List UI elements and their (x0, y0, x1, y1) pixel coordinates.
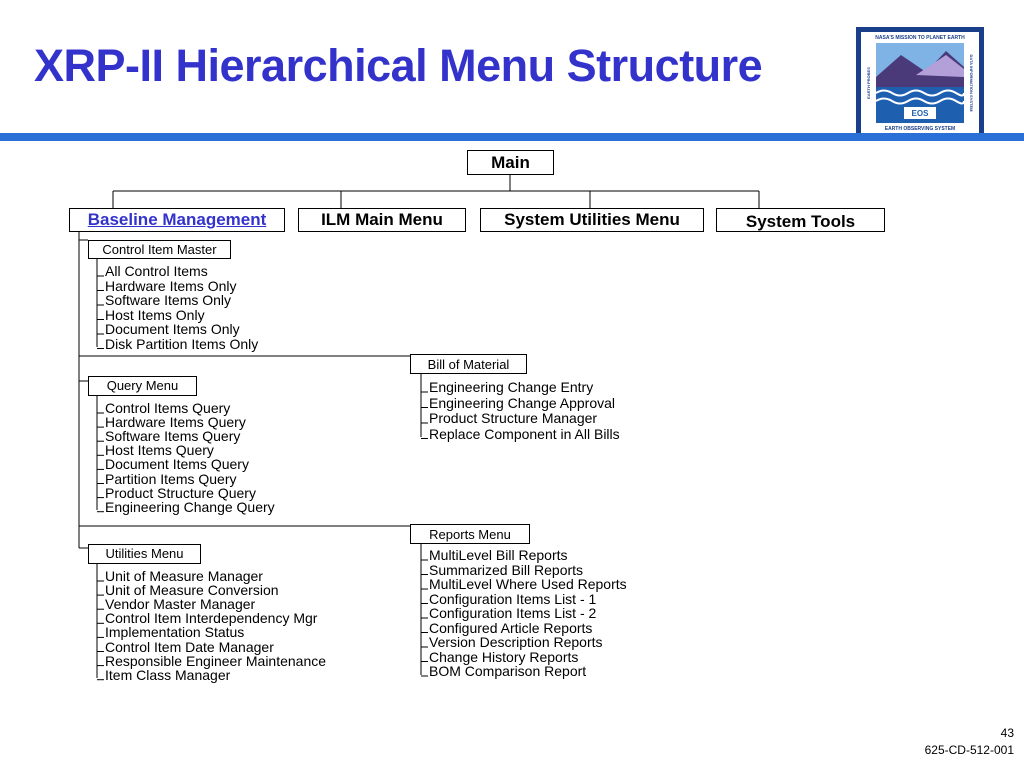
title-rule (0, 133, 1024, 141)
list-item: All Control Items (105, 263, 208, 279)
list-item: Configured Article Reports (429, 619, 593, 636)
list-item: Implementation Status (105, 624, 245, 641)
submenu-box-utilities-menu: Utilities Menu (88, 544, 201, 564)
menu-label-system-tools: System Tools (745, 212, 856, 231)
main-label: Main (491, 153, 530, 172)
list-item: BOM Comparison Report (429, 663, 587, 679)
submenu-label-utilities-menu: Utilities Menu (105, 546, 184, 561)
list-item: Product Structure Manager (429, 410, 598, 426)
submenu-label-control-item-master: Control Item Master (102, 242, 217, 257)
list-item: Configuration Items List - 2 (429, 605, 597, 621)
list-item: Hardware Items Only (105, 277, 237, 294)
list-item: Partition Items Query (105, 470, 237, 487)
list-item: Control Item Interdependency Mgr (105, 610, 318, 627)
document-id: 625-CD-512-001 (924, 743, 1014, 757)
list-item: Engineering Change Query (105, 498, 275, 515)
list-item: Host Items Only (105, 306, 205, 323)
menu-box-system-utilities: System Utilities Menu (480, 208, 704, 232)
submenu-box-control-item-master: Control Item Master (88, 240, 231, 259)
menu-box-baseline-management: Baseline Management (69, 208, 285, 232)
list-item: Unit of Measure Conversion (105, 582, 279, 599)
list-item: Product Structure Query (105, 484, 256, 501)
svg-text:EARTH OBSERVING SYSTEM: EARTH OBSERVING SYSTEM (885, 126, 955, 132)
main-box: Main (467, 150, 554, 175)
menu-label-baseline-management: Baseline Management (87, 210, 267, 229)
list-item: Change History Reports (429, 648, 579, 665)
page-number: 43 (1000, 726, 1014, 740)
list-item: Host Items Query (105, 442, 214, 459)
list-item: Software Items Query (105, 428, 241, 445)
submenu-box-bill-of-material: Bill of Material (410, 354, 527, 374)
svg-text:EARTH PROBES: EARTH PROBES (866, 67, 871, 99)
submenu-label-bill-of-material: Bill of Material (427, 357, 510, 372)
menu-label-system-utilities: System Utilities Menu (504, 210, 680, 229)
list-item: MultiLevel Where Used Reports (429, 576, 627, 592)
list-item: Control Items Query (105, 400, 231, 416)
menu-box-system-tools: System Tools (716, 208, 885, 232)
list-item: Summarized Bill Reports (429, 561, 584, 578)
submenu-box-reports-menu: Reports Menu (410, 524, 530, 544)
submenu-box-query-menu: Query Menu (88, 376, 197, 396)
list-item: Unit of Measure Manager (105, 568, 263, 584)
list-item: Control Item Date Manager (105, 638, 274, 655)
list-item: Configuration Items List - 1 (429, 590, 597, 607)
eos-logo-graphic: NASA'S MISSION TO PLANET EARTH EARTH PRO… (856, 27, 984, 139)
menu-box-ilm-main-menu: ILM Main Menu (298, 208, 466, 232)
menu-label-ilm-main-menu: ILM Main Menu (321, 210, 443, 229)
list-item: Software Items Only (105, 292, 232, 308)
svg-text:EOS: EOS (912, 109, 930, 118)
list-item: Disk Partition Items Only (105, 335, 259, 352)
list-item: Document Items Query (105, 456, 249, 473)
eos-logo: NASA'S MISSION TO PLANET EARTH EARTH PRO… (856, 27, 984, 139)
svg-text:NASA'S MISSION TO PLANET EARTH: NASA'S MISSION TO PLANET EARTH (875, 35, 965, 41)
list-item: Responsible Engineer Maintenance (105, 652, 327, 669)
list-item: MultiLevel Bill Reports (429, 547, 568, 563)
submenu-label-query-menu: Query Menu (106, 378, 179, 393)
slide-title: XRP-II Hierarchical Menu Structure (34, 40, 763, 91)
list-item: Engineering Change Entry (429, 379, 594, 395)
list-item: Document Items Only (105, 321, 240, 337)
svg-text:DATA INFORMATION SYSTEM: DATA INFORMATION SYSTEM (969, 55, 974, 113)
list-item: Engineering Change Approval (429, 394, 616, 411)
submenu-label-reports-menu: Reports Menu (429, 527, 511, 542)
list-item: Version Description Reports (429, 634, 603, 650)
list-item: Item Class Manager (105, 666, 231, 683)
list-item: Replace Component in All Bills (429, 425, 620, 442)
list-item: Hardware Items Query (105, 414, 246, 431)
list-item: Vendor Master Manager (105, 596, 256, 613)
